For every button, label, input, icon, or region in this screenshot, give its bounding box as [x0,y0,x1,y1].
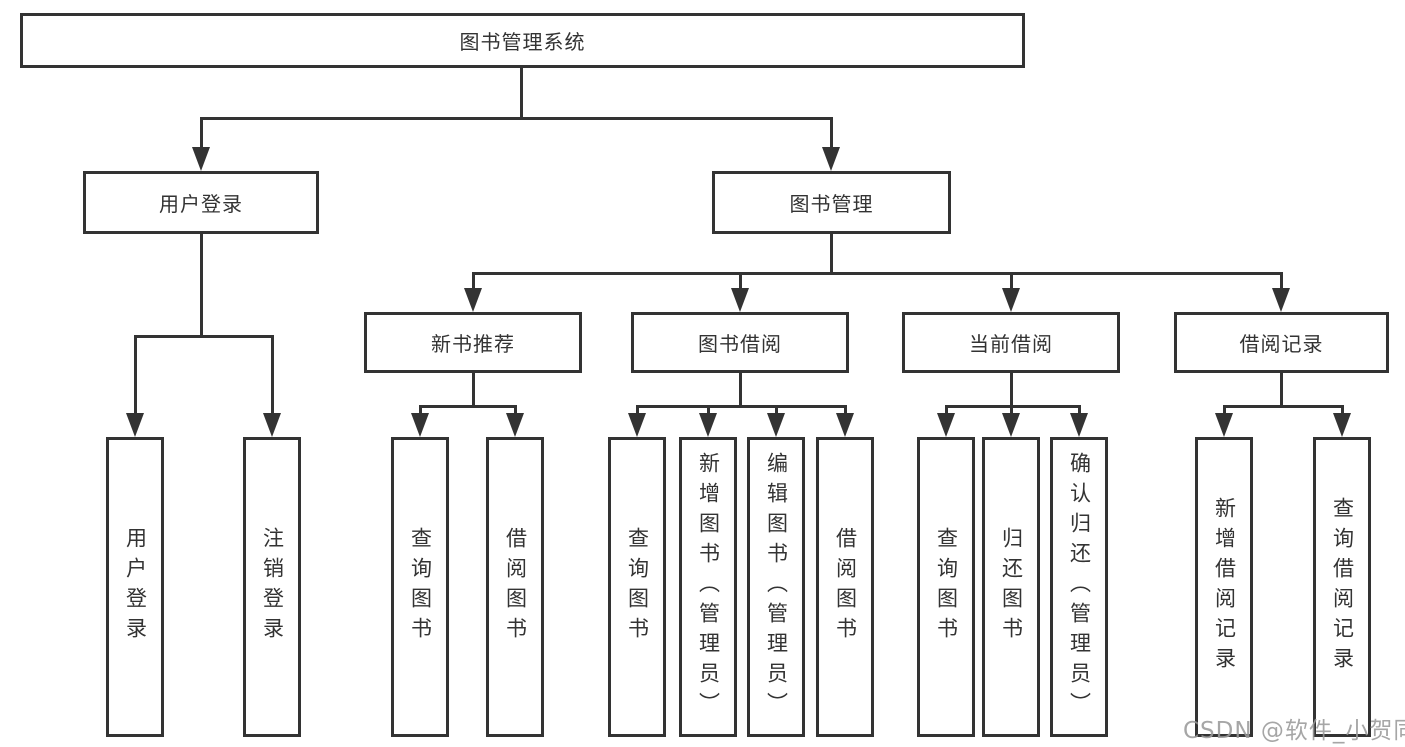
arrowhead-down-icon [767,413,785,437]
node-label: 新书推荐 [431,332,515,356]
arrowhead-down-icon [192,147,210,171]
leaf-return-books: 归还图书 [982,437,1040,737]
arrowhead-down-icon [822,147,840,171]
arrowhead-down-icon [126,413,144,437]
node-library-management-system: 图书管理系统 [20,13,1025,68]
leaf-label: 查询图书 [934,527,959,647]
leaf-query-borrowing-record: 查询借阅记录 [1313,437,1371,737]
leaf-label: 借阅图书 [503,527,528,647]
connector-stem [1280,272,1283,292]
node-label: 用户登录 [159,192,243,216]
connector-level3-rail [472,272,1283,275]
connector-stem [1010,405,1013,417]
connector-stem [945,405,948,417]
connector-stem [739,272,742,292]
connector-stem [1341,405,1344,417]
node-label: 图书管理 [789,192,874,216]
connector-stem [472,272,475,292]
leaf-label: 借阅图书 [833,527,858,647]
arrowhead-down-icon [506,413,524,437]
connector-userlogin-rail [134,335,274,338]
connector-rail [1223,405,1344,408]
connector-trunk [739,373,742,408]
leaf-label: 确认归还（管理员） [1067,452,1092,722]
connector-stem [775,405,778,417]
connector-userlogin-trunk [200,234,203,338]
leaf-label: 归还图书 [999,527,1024,647]
node-label: 图书借阅 [698,332,782,356]
leaf-borrow-books: 借阅图书 [816,437,874,737]
leaf-label: 用户登录 [123,527,148,647]
leaf-query-books-borrow: 查询图书 [608,437,666,737]
node-book-management: 图书管理 [712,171,951,234]
connector-rail [945,405,1081,408]
connector-rail [636,405,847,408]
connector-stem [271,335,274,417]
connector-rail [419,405,517,408]
leaf-borrow-books-recommend: 借阅图书 [486,437,544,737]
connector-stem [830,117,833,150]
node-label: 借阅记录 [1239,332,1324,356]
node-new-book-recommendation: 新书推荐 [364,312,582,373]
leaf-label: 新增借阅记录 [1212,497,1237,677]
arrowhead-down-icon [937,413,955,437]
arrowhead-down-icon [699,413,717,437]
connector-stem [419,405,422,417]
leaf-label: 查询图书 [408,527,433,647]
leaf-query-books-current: 查询图书 [917,437,975,737]
arrowhead-down-icon [1333,413,1351,437]
connector-stem [844,405,847,417]
arrowhead-down-icon [1002,413,1020,437]
connector-trunk [1280,373,1283,408]
connector-stem [134,335,137,417]
arrowhead-down-icon [464,288,482,312]
connector-stem [514,405,517,417]
node-borrowing-records: 借阅记录 [1174,312,1389,373]
leaf-label: 编辑图书（管理员） [764,452,789,722]
arrowhead-down-icon [628,413,646,437]
node-user-login: 用户登录 [83,171,319,234]
arrowhead-down-icon [836,413,854,437]
arrowhead-down-icon [1002,288,1020,312]
csdn-watermark: CSDN @软件_小贺同学 [1183,718,1405,744]
connector-trunk [1010,373,1013,408]
leaf-add-borrowing-record: 新增借阅记录 [1195,437,1253,737]
connector-stem [1010,272,1013,292]
connector-bookmgmt-trunk [830,234,833,275]
leaf-label: 查询图书 [625,527,650,647]
arrowhead-down-icon [731,288,749,312]
node-label: 图书管理系统 [459,30,586,54]
connector-stem [1078,405,1081,417]
arrowhead-down-icon [263,413,281,437]
node-label: 当前借阅 [969,332,1053,356]
node-current-borrowing: 当前借阅 [902,312,1120,373]
connector-stem [200,117,203,150]
arrowhead-down-icon [1070,413,1088,437]
leaf-label: 注销登录 [260,527,285,647]
leaf-confirm-return-admin: 确认归还（管理员） [1050,437,1108,737]
arrowhead-down-icon [1272,288,1290,312]
leaf-query-books-recommend: 查询图书 [391,437,449,737]
connector-stem [636,405,639,417]
connector-trunk [472,373,475,408]
connector-level2-rail [200,117,833,120]
leaf-add-book-admin: 新增图书（管理员） [679,437,737,737]
node-book-borrowing: 图书借阅 [631,312,849,373]
leaf-edit-book-admin: 编辑图书（管理员） [747,437,805,737]
arrowhead-down-icon [411,413,429,437]
connector-root-trunk [520,68,523,120]
leaf-label: 查询借阅记录 [1330,497,1355,677]
connector-stem [707,405,710,417]
leaf-user-login: 用户登录 [106,437,164,737]
arrowhead-down-icon [1215,413,1233,437]
connector-stem [1223,405,1226,417]
leaf-label: 新增图书（管理员） [696,452,721,722]
leaf-logout: 注销登录 [243,437,301,737]
